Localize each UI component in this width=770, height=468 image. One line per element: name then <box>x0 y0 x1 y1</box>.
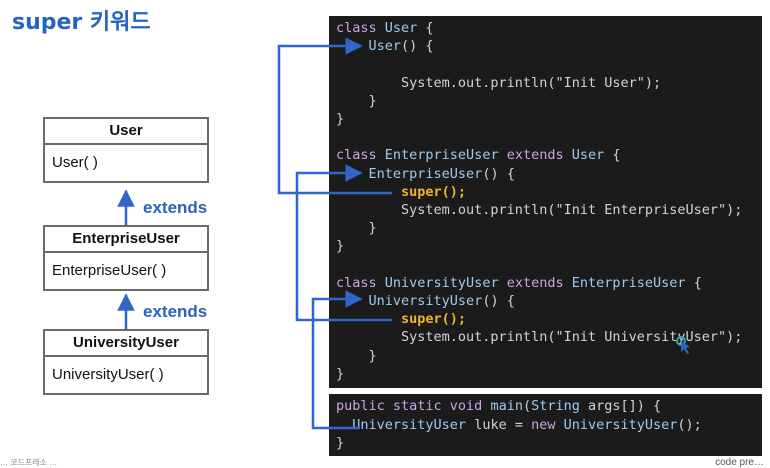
call-arrow-enterprise-super <box>277 37 392 195</box>
footer-brand: code pre… <box>715 457 764 468</box>
code-token: extends <box>498 274 572 291</box>
code-token: EnterpriseUser <box>571 274 686 291</box>
code-line: class User { <box>336 19 434 37</box>
code-token: { <box>604 147 621 164</box>
code-panel-main: public static void main(String args[]) {… <box>329 394 762 456</box>
code-line: public static void main(String args[]) { <box>336 397 661 415</box>
code-token: } <box>336 111 345 127</box>
call-arrow-constructor <box>311 290 363 430</box>
code-token: System.out.println("Init EnterpriseUser"… <box>336 202 743 218</box>
code-token: () { <box>482 293 515 309</box>
code-line: class EnterpriseUser extends User { <box>336 146 621 164</box>
code-token: () { <box>482 165 515 182</box>
code-line: } <box>336 434 344 452</box>
code-token: () { <box>401 38 434 55</box>
code-token: User <box>384 20 418 36</box>
code-panel-classes: class User { User() { System.out.println… <box>329 16 762 388</box>
uml-class-universityuser: UniversityUser UniversityUser( ) <box>43 329 209 395</box>
code-line: System.out.println("Init UniversityUser"… <box>336 328 742 346</box>
call-arrow-university-super <box>295 164 392 322</box>
code-token: EnterpriseUser <box>368 165 483 182</box>
code-token: super(); <box>401 311 467 328</box>
uml-class-enterpriseuser: EnterpriseUser EnterpriseUser( ) <box>43 225 209 291</box>
uml-constructor: User( ) <box>52 154 98 171</box>
code-token: args[]) { <box>579 398 662 414</box>
code-token: } <box>336 238 345 255</box>
code-token: String <box>531 398 580 414</box>
code-token: class <box>336 147 385 164</box>
code-token: class <box>336 20 385 36</box>
code-token: extends <box>498 147 572 164</box>
uml-constructor: EnterpriseUser( ) <box>52 262 167 279</box>
page-title: super 키워드 <box>12 10 151 35</box>
code-token: public static void <box>336 398 491 414</box>
code-token: ( <box>522 398 532 414</box>
code-line: System.out.println("Init User"); <box>336 74 661 92</box>
code-token: UniversityUser <box>563 416 678 433</box>
code-line: EnterpriseUser() { <box>336 165 515 183</box>
code-token: main <box>490 398 523 414</box>
code-token: class <box>336 274 385 291</box>
code-token: User <box>368 38 402 55</box>
code-token: UniversityUser <box>352 416 467 433</box>
code-token: super(); <box>401 183 467 200</box>
code-line: } <box>336 365 344 383</box>
code-token: new <box>531 416 564 433</box>
code-line: UniversityUser() { <box>336 292 515 310</box>
extends-label-lower: extends <box>143 302 208 321</box>
uml-class-name: User <box>45 119 207 145</box>
code-token: { <box>417 20 434 36</box>
code-token: System.out.println("Init UniversityUser"… <box>336 329 743 346</box>
extends-label-upper: extends <box>143 198 208 217</box>
uml-class-user: User User( ) <box>43 117 209 183</box>
code-token: } <box>336 220 377 237</box>
code-token: } <box>336 347 377 364</box>
code-token: { <box>685 274 702 291</box>
code-line: super(); <box>336 183 466 201</box>
code-line: class UniversityUser extends EnterpriseU… <box>336 274 702 292</box>
code-token: UniversityUser <box>368 293 483 309</box>
code-line: User() { <box>336 37 434 55</box>
cursor-icon <box>676 336 690 354</box>
code-token: } <box>336 92 377 109</box>
code-line: System.out.println("Init EnterpriseUser"… <box>336 201 742 219</box>
code-line: UniversityUser luke = new UniversityUser… <box>336 416 702 434</box>
code-token: User <box>571 147 605 164</box>
uml-constructor: UniversityUser( ) <box>52 366 164 383</box>
code-token: luke = <box>466 416 532 433</box>
code-line: } <box>336 237 344 255</box>
code-token: } <box>336 435 345 451</box>
footer-text: … 코드프레소 … <box>0 458 58 467</box>
uml-class-name: UniversityUser <box>45 331 207 357</box>
code-token: (); <box>677 416 702 433</box>
uml-class-name: EnterpriseUser <box>45 227 207 253</box>
code-token: System.out.println("Init User"); <box>336 74 662 91</box>
code-token: EnterpriseUser <box>384 147 499 164</box>
code-line: super(); <box>336 310 466 328</box>
code-line: } <box>336 110 344 128</box>
code-line: } <box>336 219 377 237</box>
code-token: } <box>336 365 345 382</box>
code-line: } <box>336 347 377 365</box>
code-line: } <box>336 92 377 110</box>
code-token: UniversityUser <box>384 274 499 291</box>
